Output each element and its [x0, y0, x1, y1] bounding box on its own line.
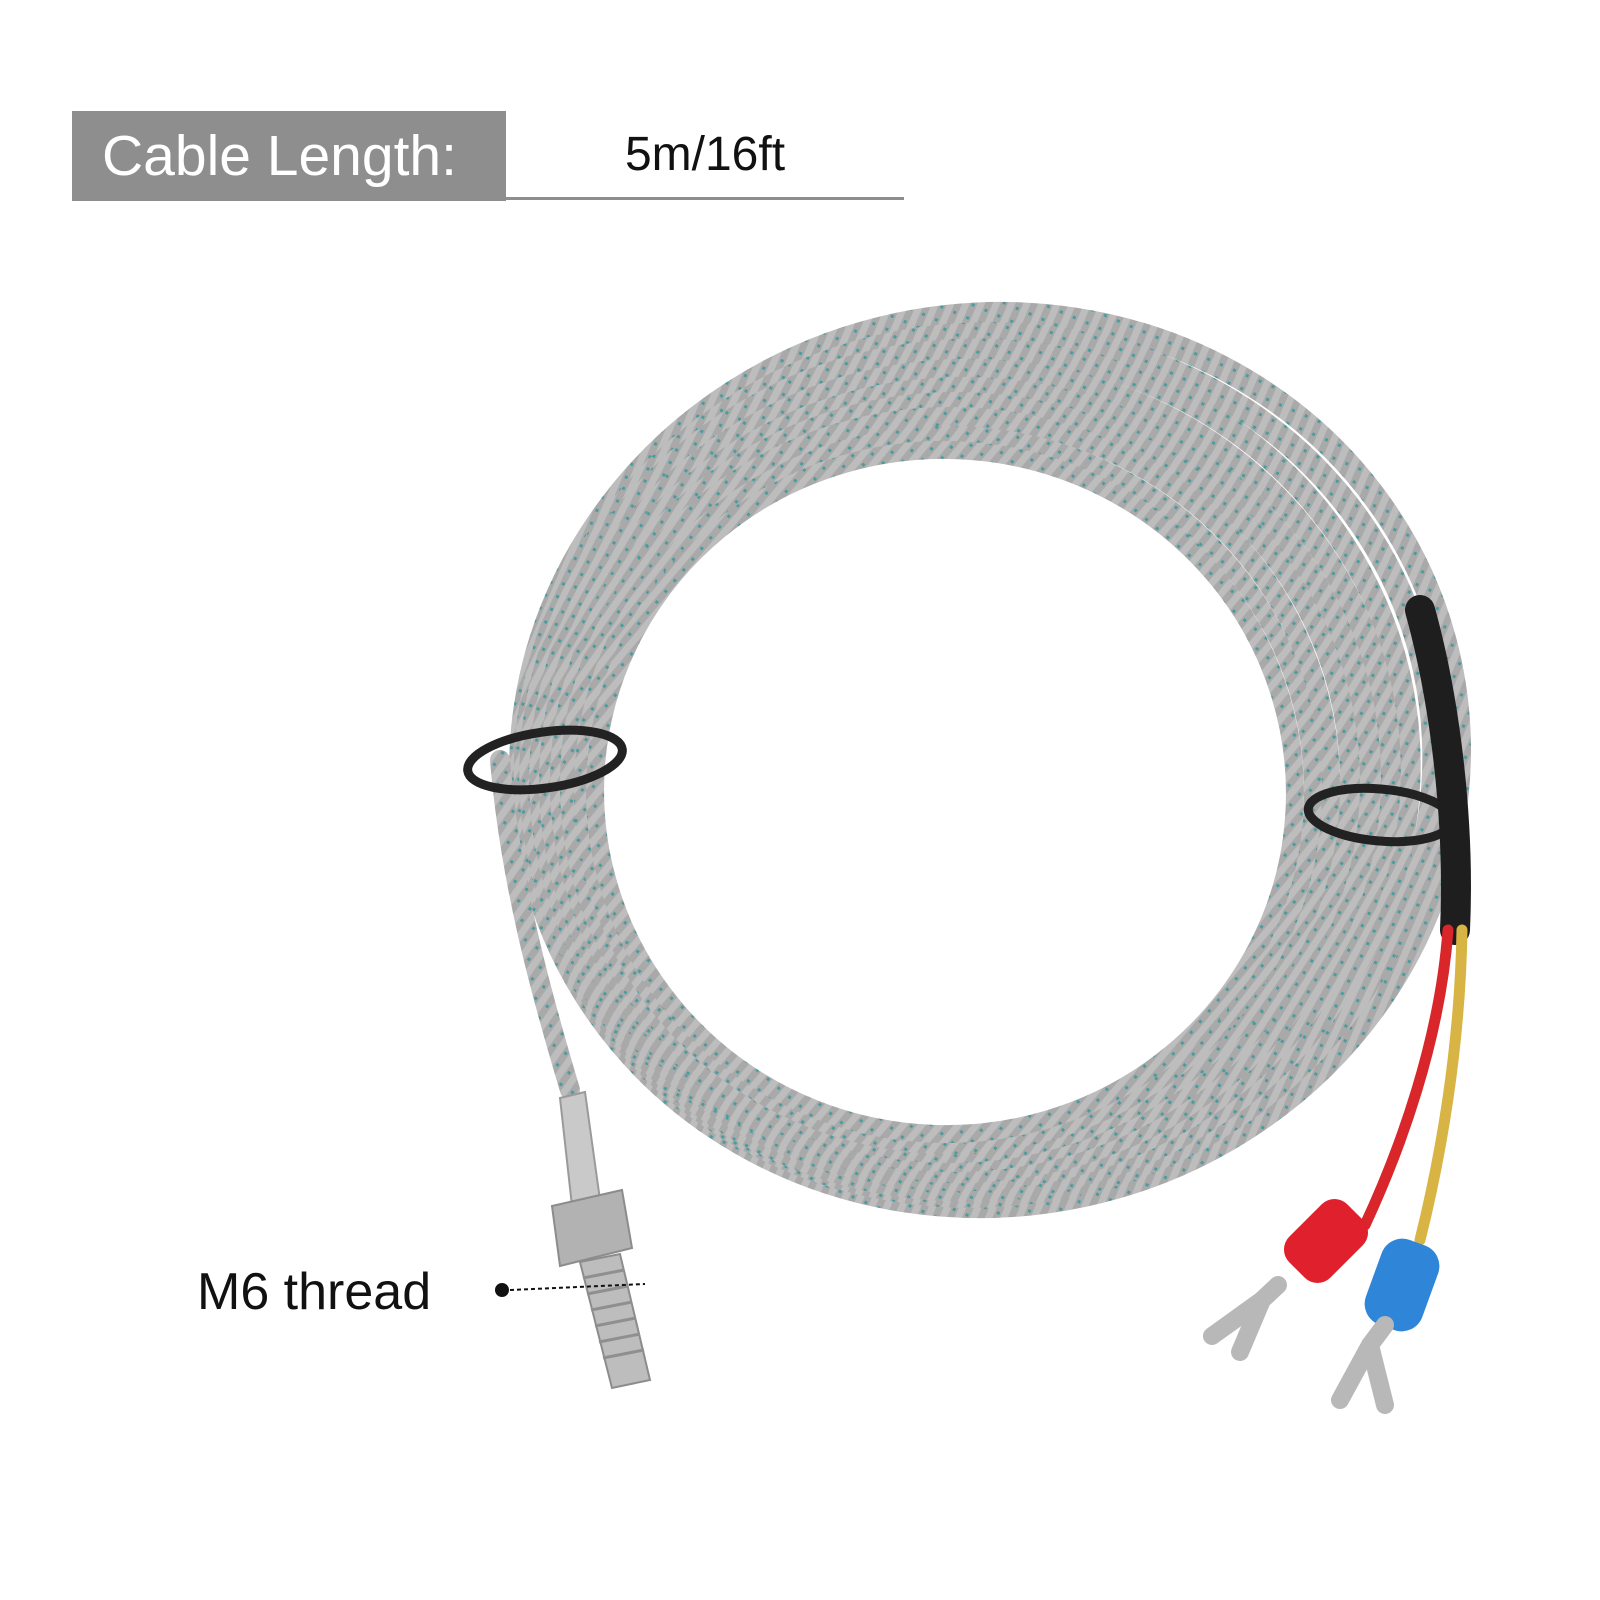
m6-thread-probe: [550, 1090, 652, 1390]
spec-header: Cable Length: 5m/16ft: [72, 111, 904, 201]
cable-coil: [509, 301, 1471, 1219]
red-fork-terminal: [1203, 1198, 1369, 1361]
thread-callout-label: M6 thread: [197, 1263, 432, 1321]
probe-cable: [490, 750, 580, 1100]
yellow-wire: [1414, 924, 1468, 1246]
spec-label: Cable Length:: [72, 111, 506, 201]
blue-fork-terminal: [1331, 1238, 1440, 1414]
callout-leader: [495, 1283, 646, 1297]
red-wire: [1359, 924, 1454, 1231]
heat-shrink-sleeve: [1405, 595, 1471, 945]
spec-value: 5m/16ft: [506, 111, 904, 200]
